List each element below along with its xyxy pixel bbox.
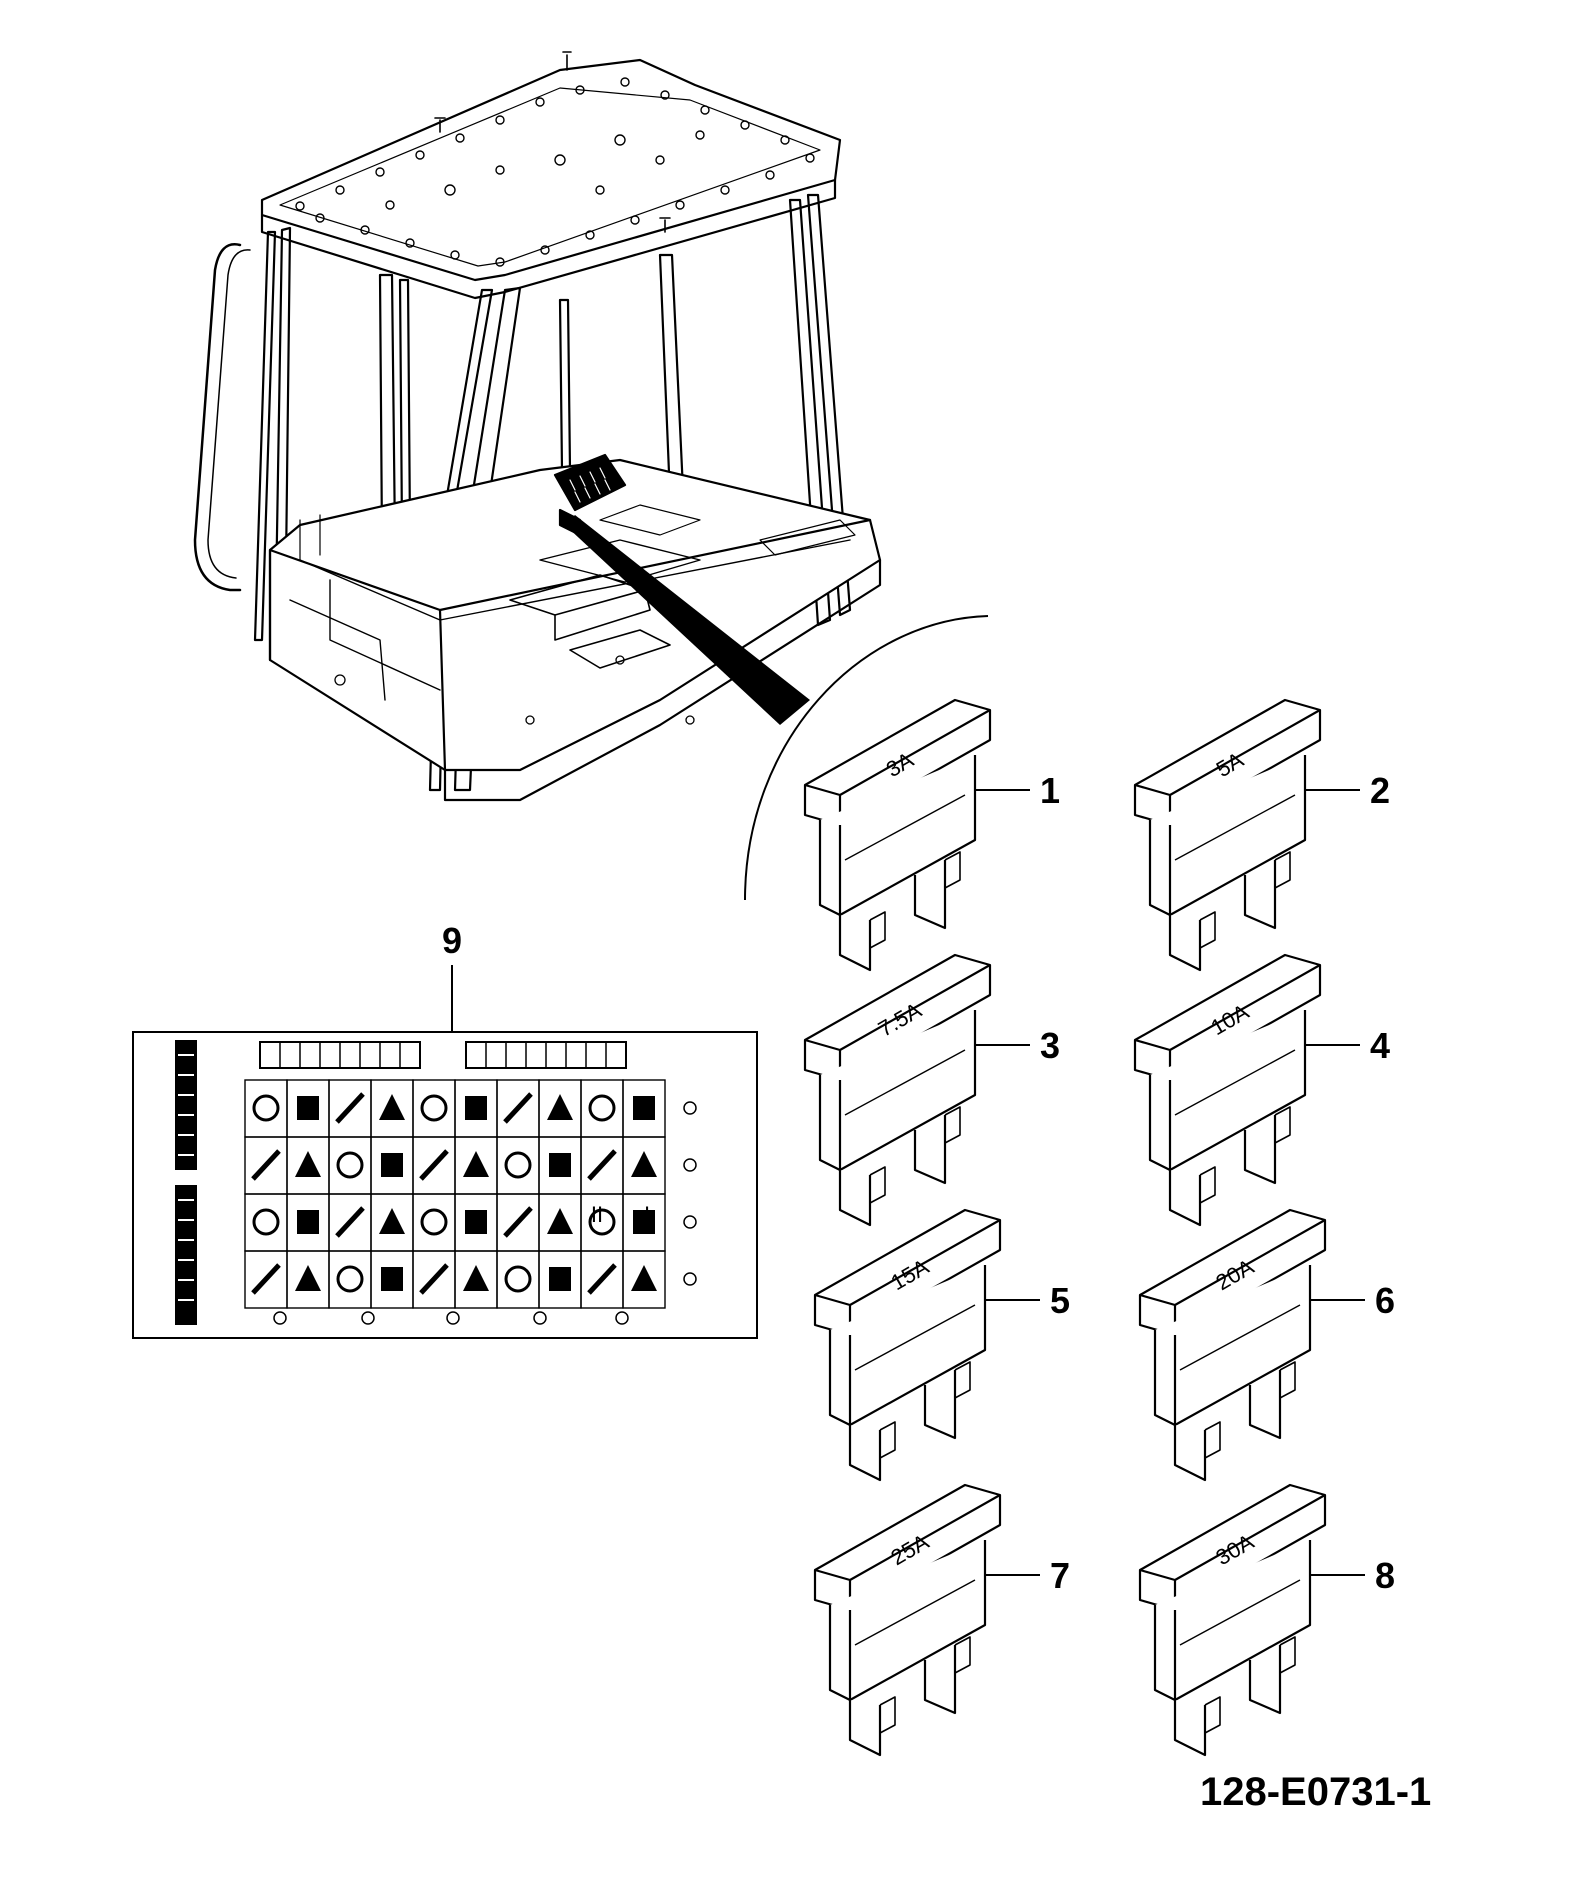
label-column-marker: [615, 1311, 629, 1325]
callout-9: 9: [442, 920, 462, 961]
roof-bolt-holes: [295, 77, 815, 267]
label-pictogram: [633, 1210, 655, 1234]
label-pictogram: [547, 1208, 573, 1234]
label-pictogram: [588, 1094, 616, 1122]
label-pictogram: [381, 1153, 403, 1177]
callout-1: 1: [1040, 770, 1060, 811]
label-left-strip-bottom: [175, 1185, 197, 1325]
label-pictogram: [252, 1094, 280, 1122]
label-pictogram: [297, 1096, 319, 1120]
callout-4: 4: [1370, 1025, 1390, 1066]
label-row-marker: [683, 1272, 697, 1286]
detail-leader-wedge: [565, 515, 810, 725]
label-pictogram: [336, 1151, 364, 1179]
label-pictogram: [503, 1092, 533, 1124]
label-pictogram: [420, 1094, 448, 1122]
fuse-7: 25A: [813, 1483, 1002, 1757]
label-pictogram: [335, 1092, 365, 1124]
label-left-strip-top: [175, 1040, 197, 1170]
label-row-marker: [683, 1158, 697, 1172]
label-pictogram: [295, 1265, 321, 1291]
label-pictogram: [504, 1151, 532, 1179]
grab-handle: [193, 243, 242, 592]
label-row-marker: [683, 1101, 697, 1115]
label-pictogram: [419, 1263, 449, 1295]
label-pictogram: [465, 1096, 487, 1120]
label-pictogram: [419, 1149, 449, 1181]
label-pictogram: [381, 1267, 403, 1291]
label-outline: [132, 1031, 758, 1339]
label-pictogram: [251, 1149, 281, 1181]
label-pictogram: [631, 1265, 657, 1291]
callout-5: 5: [1050, 1280, 1070, 1321]
label-pictogram: [379, 1094, 405, 1120]
fuse-6: 20A: [1138, 1208, 1327, 1482]
label-pictogram: [463, 1265, 489, 1291]
callout-8: 8: [1375, 1555, 1395, 1596]
label-pictogram: [379, 1208, 405, 1234]
callout-3: 3: [1040, 1025, 1060, 1066]
label-pictogram: [252, 1208, 280, 1236]
fuse-4: 10A: [1133, 953, 1322, 1227]
fuse-8: 30A: [1138, 1483, 1327, 1757]
label-column-marker: [273, 1311, 287, 1325]
label-column-marker: [361, 1311, 375, 1325]
callout-7: 7: [1050, 1555, 1070, 1596]
label-pictogram: [633, 1096, 655, 1120]
label-column-marker: [446, 1311, 460, 1325]
detail-circle-arc: [744, 615, 989, 901]
label-pictogram: [549, 1267, 571, 1291]
label-pictogram: [251, 1263, 281, 1295]
label-pictogram: [297, 1210, 319, 1234]
label-pictogram: [588, 1208, 616, 1236]
label-pictogram: [587, 1149, 617, 1181]
label-pictogram: [465, 1210, 487, 1234]
label-pictogram: [336, 1265, 364, 1293]
label-pictogram: [504, 1265, 532, 1293]
label-pictogram: [503, 1206, 533, 1238]
label-roman-ii: II: [591, 1202, 603, 1227]
label-row-marker: [683, 1215, 697, 1229]
label-symbol-grid: [244, 1079, 697, 1325]
callout-6: 6: [1375, 1280, 1395, 1321]
label-pictogram: [549, 1153, 571, 1177]
fuse-1: 3A: [803, 698, 992, 972]
label-pictogram: [547, 1094, 573, 1120]
label-pictogram: [631, 1151, 657, 1177]
fuse-5: 15A: [813, 1208, 1002, 1482]
drawing-number: 128-E0731-1: [1200, 1770, 1432, 1814]
label-pictogram: [335, 1206, 365, 1238]
label-pictogram: [463, 1151, 489, 1177]
label-pictogram: [420, 1208, 448, 1236]
label-pictogram: [587, 1263, 617, 1295]
callout-2: 2: [1370, 770, 1390, 811]
label-column-marker: [533, 1311, 547, 1325]
cab-roof: [260, 51, 842, 300]
label-cell: [622, 1250, 666, 1309]
label-roman-i: I: [644, 1202, 650, 1227]
fuse-3: 7.5A: [803, 953, 992, 1227]
fuse-label-decal: 9 II I: [132, 920, 758, 1339]
label-pictogram: [295, 1151, 321, 1177]
fuse-2: 5A: [1133, 698, 1322, 972]
